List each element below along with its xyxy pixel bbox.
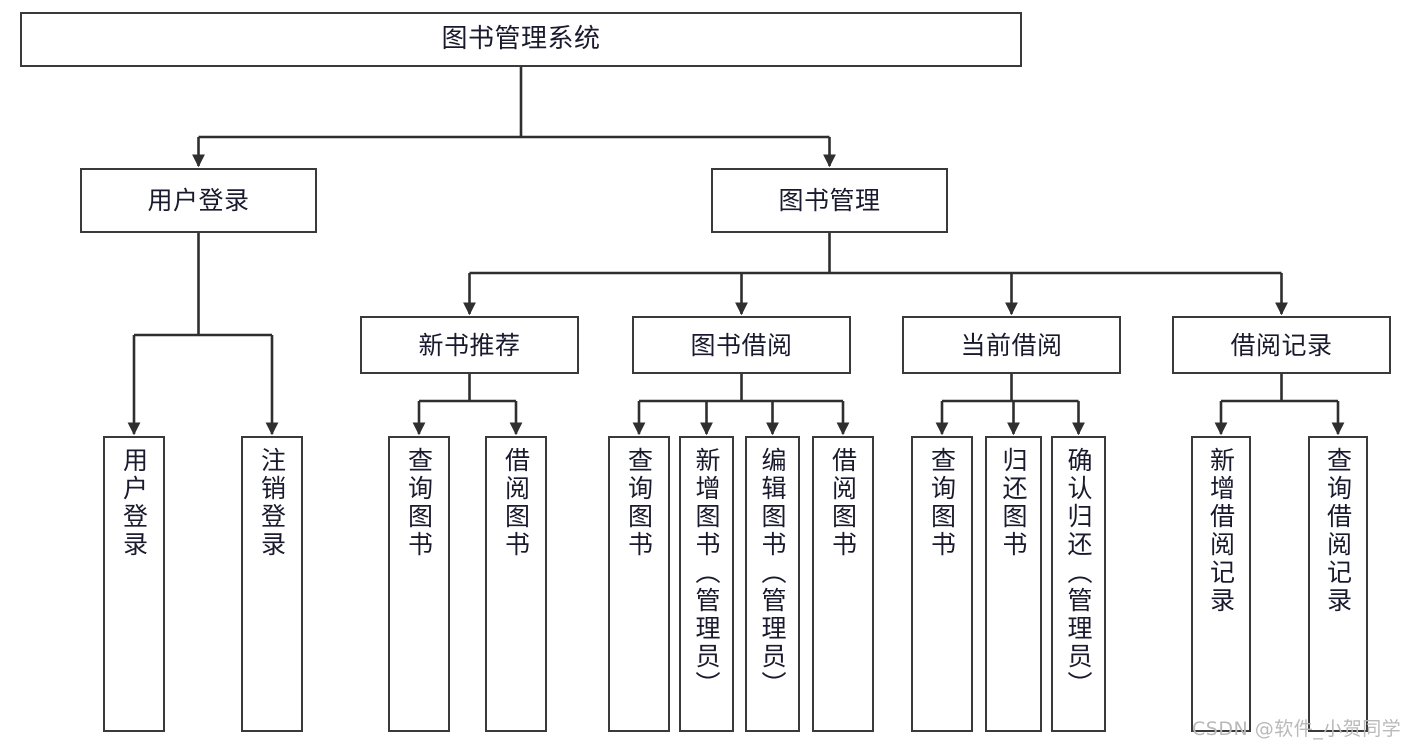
node-label: 查询图书 — [404, 447, 434, 559]
node-book-borrow[interactable]: 图书借阅 — [632, 316, 851, 374]
node-label: 归还图书 — [999, 447, 1028, 559]
node-label: 确认归还（管理员） — [1064, 447, 1093, 699]
node-leaf-query-record[interactable]: 查询借阅记录 — [1308, 436, 1368, 732]
node-label: 借阅图书 — [828, 447, 858, 559]
node-label: 用户登录 — [119, 447, 149, 559]
node-leaf-add-record[interactable]: 新增借阅记录 — [1191, 436, 1251, 732]
node-label: 借阅记录 — [1230, 330, 1333, 360]
node-current-borrow[interactable]: 当前借阅 — [902, 316, 1121, 374]
node-leaf-borrow-book-2[interactable]: 借阅图书 — [812, 436, 874, 732]
node-leaf-user-logout[interactable]: 注销登录 — [241, 436, 303, 732]
node-leaf-confirm-return[interactable]: 确认归还（管理员） — [1051, 436, 1106, 732]
node-leaf-query-book-3[interactable]: 查询图书 — [911, 436, 973, 732]
node-leaf-borrow-book-1[interactable]: 借阅图书 — [485, 436, 547, 732]
node-label: 图书管理 — [778, 186, 881, 215]
node-user-login[interactable]: 用户登录 — [80, 168, 317, 233]
node-label: 新增借阅记录 — [1206, 447, 1236, 615]
node-leaf-add-book[interactable]: 新增图书（管理员） — [679, 436, 734, 732]
node-book-manage[interactable]: 图书管理 — [711, 168, 948, 233]
node-root[interactable]: 图书管理系统 — [20, 12, 1022, 67]
node-label: 查询图书 — [624, 447, 654, 559]
node-label: 图书借阅 — [690, 330, 793, 360]
node-label: 新增图书（管理员） — [692, 447, 721, 699]
node-new-book-rec[interactable]: 新书推荐 — [360, 316, 579, 374]
node-leaf-query-book-1[interactable]: 查询图书 — [388, 436, 450, 732]
node-leaf-user-login[interactable]: 用户登录 — [103, 436, 165, 732]
node-leaf-query-book-2[interactable]: 查询图书 — [608, 436, 670, 732]
node-label: 借阅图书 — [501, 447, 531, 559]
node-label: 新书推荐 — [418, 330, 521, 360]
node-label: 当前借阅 — [960, 330, 1063, 360]
node-label: 图书管理系统 — [441, 24, 601, 55]
node-label: 查询图书 — [927, 447, 957, 559]
node-label: 注销登录 — [257, 447, 287, 559]
node-borrow-record[interactable]: 借阅记录 — [1172, 316, 1391, 374]
node-leaf-return-book[interactable]: 归还图书 — [985, 436, 1042, 732]
node-label: 查询借阅记录 — [1323, 447, 1353, 615]
node-label: 用户登录 — [147, 186, 250, 215]
node-leaf-edit-book[interactable]: 编辑图书（管理员） — [745, 436, 800, 732]
watermark: CSDN @软件_小贺同学 — [1192, 718, 1402, 740]
node-label: 编辑图书（管理员） — [758, 447, 787, 699]
